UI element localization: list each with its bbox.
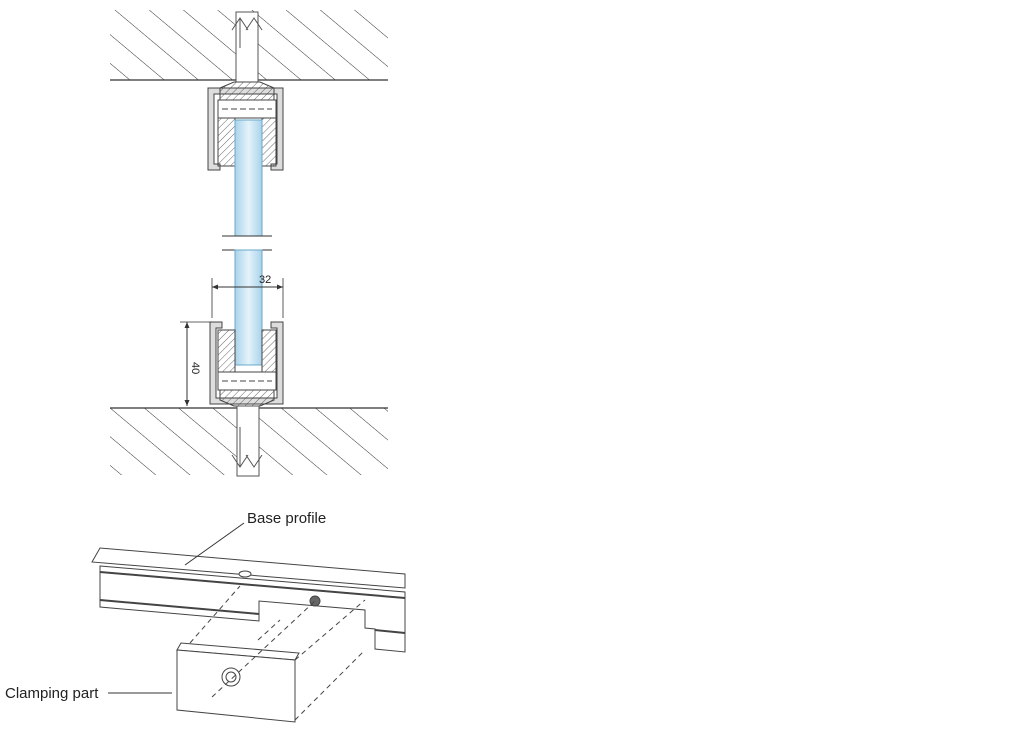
glass-pane [222,119,272,366]
base-profile-iso [91,547,406,653]
bottom-profile [209,321,284,407]
base-profile-callout: Base profile [184,510,326,566]
clamping-part-iso [176,585,366,723]
dimension-width: 32 [211,274,284,318]
dimension-height-label: 40 [189,362,201,374]
dimension-height: 40 [180,321,212,406]
clamping-part-callout: Clamping part [5,685,172,702]
dimension-width-label: 32 [259,274,271,286]
floor-section [110,405,388,477]
ceiling-section [110,10,388,83]
base-profile-label: Base profile [247,510,326,527]
clamping-part-label: Clamping part [5,685,99,702]
